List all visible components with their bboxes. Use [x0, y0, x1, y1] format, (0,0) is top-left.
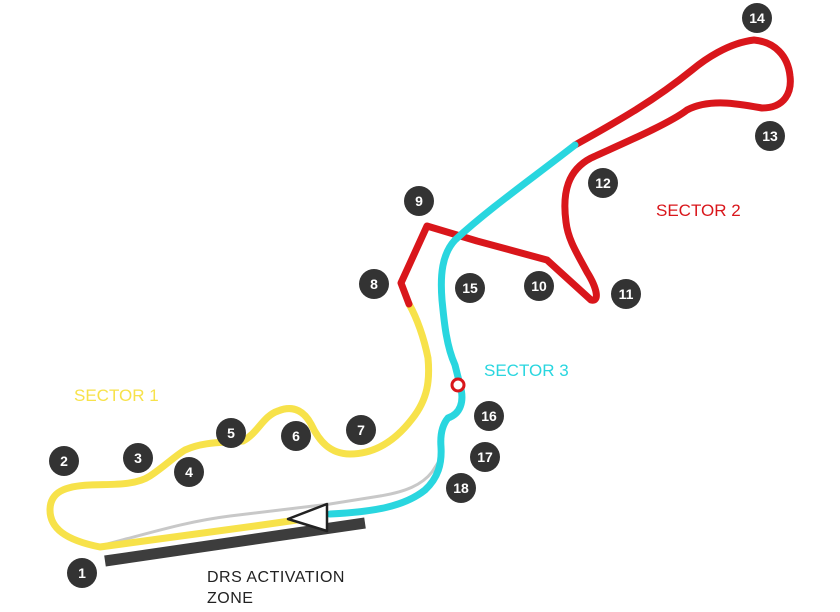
- svg-text:11: 11: [619, 286, 634, 302]
- svg-text:18: 18: [453, 480, 469, 496]
- turn-marker: 12: [588, 168, 618, 198]
- svg-text:17: 17: [477, 449, 493, 465]
- sector-3-label: SECTOR 3: [484, 361, 569, 380]
- drs-zone-label-line-2: ZONE: [207, 590, 253, 607]
- turn-marker: 11: [611, 279, 641, 309]
- sector-1-label: SECTOR 1: [74, 386, 159, 405]
- svg-text:5: 5: [227, 425, 235, 441]
- svg-text:8: 8: [370, 276, 378, 292]
- svg-text:12: 12: [595, 175, 611, 191]
- turn-marker: 17: [470, 442, 500, 472]
- turn-marker: 8: [359, 269, 389, 299]
- turn-marker: 18: [446, 473, 476, 503]
- svg-text:4: 4: [185, 464, 193, 480]
- svg-text:3: 3: [134, 450, 142, 466]
- svg-text:6: 6: [292, 428, 300, 444]
- svg-text:7: 7: [357, 422, 365, 438]
- turn-marker: 10: [524, 271, 554, 301]
- svg-text:16: 16: [481, 408, 497, 424]
- sector-2-track: [397, 36, 794, 308]
- svg-text:14: 14: [749, 10, 765, 26]
- turn-marker: 15: [455, 273, 485, 303]
- svg-text:15: 15: [462, 280, 478, 296]
- sector-2-label: SECTOR 2: [656, 201, 741, 220]
- turn-marker: 6: [281, 421, 311, 451]
- turn-marker: 1: [67, 558, 97, 588]
- svg-text:1: 1: [78, 565, 86, 581]
- sector-3-track: [326, 141, 579, 518]
- svg-text:10: 10: [531, 278, 547, 294]
- sector-1-track: [46, 300, 433, 551]
- start-direction-arrow: [286, 502, 329, 533]
- pit-lane: [98, 456, 443, 548]
- turn-marker: 5: [216, 418, 246, 448]
- turn-marker: 3: [123, 443, 153, 473]
- turn-marker: 14: [742, 3, 772, 33]
- turn-marker: 9: [404, 186, 434, 216]
- turn-marker: 7: [346, 415, 376, 445]
- drs-zone-label-line-1: DRS ACTIVATION: [207, 569, 345, 586]
- turn-marker: 16: [474, 401, 504, 431]
- turn-marker: 2: [49, 446, 79, 476]
- svg-text:2: 2: [60, 453, 68, 469]
- svg-text:13: 13: [762, 128, 778, 144]
- timing-line-dot: [450, 377, 466, 393]
- svg-text:9: 9: [415, 193, 423, 209]
- turn-marker: 4: [174, 457, 204, 487]
- turn-marker: 13: [755, 121, 785, 151]
